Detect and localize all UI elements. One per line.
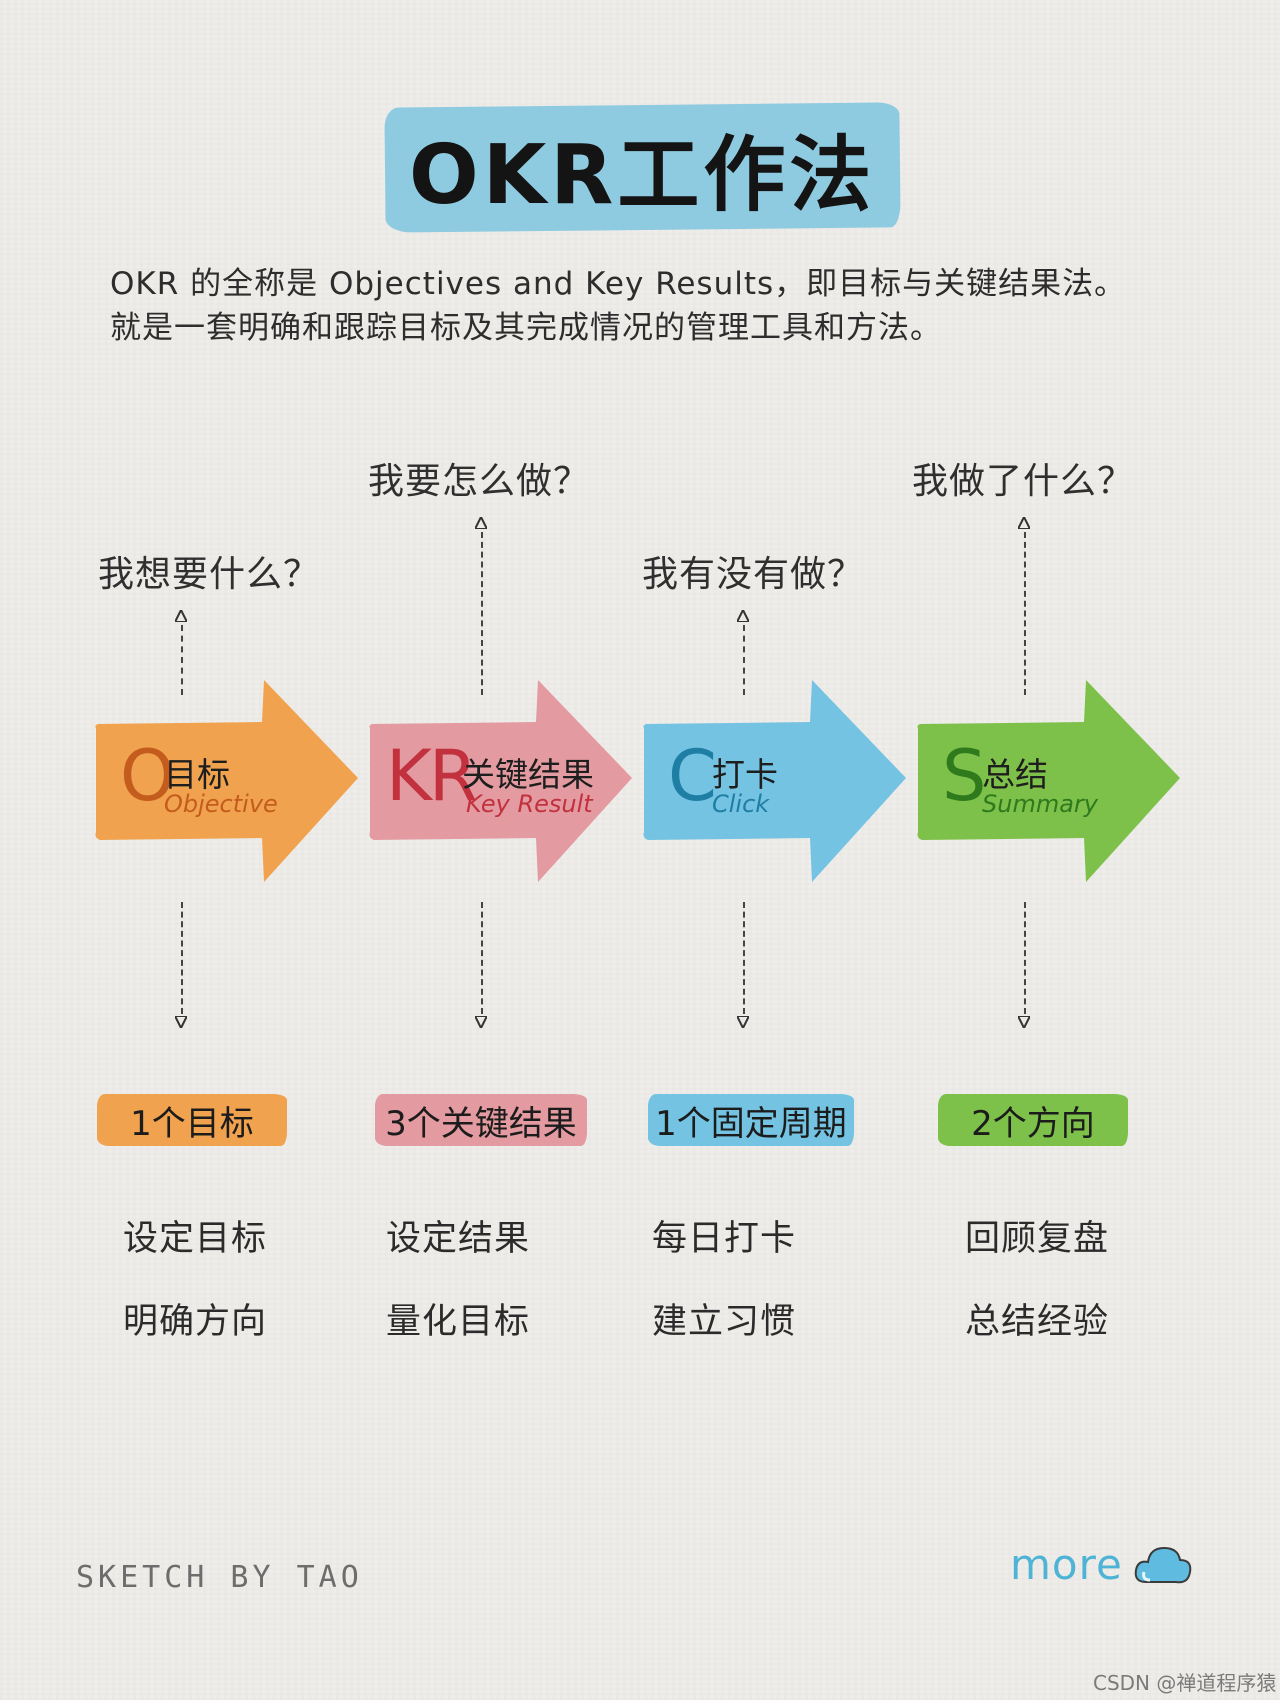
connector-up-1 <box>181 625 183 695</box>
arrow-shape <box>917 680 1180 882</box>
question-2: 我要怎么做？ <box>368 461 591 502</box>
item-click-1: 每日打卡 <box>652 1219 797 1259</box>
arrow-shape <box>369 680 632 882</box>
arrowhead-down-icon <box>737 1016 749 1028</box>
intro-line-1: OKR 的全称是 Objectives and Key Results，即目标与… <box>110 266 1127 302</box>
step-title: 总结 <box>982 755 1048 794</box>
step-letter: KR <box>386 735 478 817</box>
step-arrow-click: C 打卡 Click <box>640 678 910 884</box>
question-4: 我做了什么？ <box>912 461 1135 502</box>
arrow-shape <box>643 680 906 882</box>
item-summary-2: 总结经验 <box>965 1302 1110 1342</box>
arrowhead-down-icon <box>475 1016 487 1028</box>
intro-line-2: 就是一套明确和跟踪目标及其完成情况的管理工具和方法。 <box>110 310 942 346</box>
connector-down-1 <box>181 902 183 1014</box>
question-3: 我有没有做？ <box>642 554 865 595</box>
tag-summary: 2个方向 <box>938 1094 1128 1146</box>
step-arrow-summary: S 总结 Summary <box>914 678 1184 884</box>
step-subtitle: Summary <box>982 790 1098 818</box>
cloud-icon[interactable] <box>1132 1540 1194 1592</box>
item-key-result-1: 设定结果 <box>386 1219 531 1259</box>
connector-up-4 <box>1024 532 1026 695</box>
arrowhead-up-icon <box>1018 517 1030 529</box>
intro-text: OKR 的全称是 Objectives and Key Results，即目标与… <box>110 262 1210 350</box>
arrow-shape <box>95 680 358 882</box>
tag-objective: 1个目标 <box>97 1094 287 1146</box>
step-subtitle: Click <box>712 790 770 818</box>
connector-down-4 <box>1024 902 1026 1014</box>
watermark: CSDN @禅道程序猿 <box>1093 1671 1277 1695</box>
step-subtitle: Key Result <box>466 790 593 818</box>
step-letter: S <box>942 735 986 817</box>
item-click-2: 建立习惯 <box>652 1302 797 1342</box>
step-title: 打卡 <box>712 755 778 794</box>
signature: SKETCH BY TAO <box>76 1560 363 1595</box>
title-banner: OKR工作法 <box>384 102 901 233</box>
connector-up-3 <box>743 625 745 695</box>
step-letter: O <box>120 735 175 817</box>
arrowhead-down-icon <box>175 1016 187 1028</box>
connector-up-2 <box>481 532 483 695</box>
page-title: OKR工作法 <box>409 128 876 223</box>
item-summary-1: 回顾复盘 <box>965 1219 1110 1259</box>
step-title: 关键结果 <box>462 755 594 794</box>
step-arrow-objective: O 目标 Objective <box>92 678 362 884</box>
item-key-result-2: 量化目标 <box>386 1302 531 1342</box>
tag-key-result: 3个关键结果 <box>375 1094 587 1146</box>
arrowhead-up-icon <box>475 517 487 529</box>
connector-down-3 <box>743 902 745 1014</box>
step-arrow-key-result: KR 关键结果 Key Result <box>366 678 636 884</box>
step-letter: C <box>668 735 717 817</box>
item-objective-2: 明确方向 <box>123 1302 268 1342</box>
step-title: 目标 <box>164 755 230 794</box>
item-objective-1: 设定目标 <box>123 1219 268 1259</box>
arrowhead-down-icon <box>1018 1016 1030 1028</box>
arrowhead-up-icon <box>737 610 749 622</box>
question-1: 我想要什么？ <box>98 554 321 595</box>
more-link[interactable]: more <box>1010 1540 1123 1589</box>
connector-down-2 <box>481 902 483 1014</box>
step-subtitle: Objective <box>164 790 278 818</box>
arrowhead-up-icon <box>175 610 187 622</box>
tag-click: 1个固定周期 <box>648 1094 854 1146</box>
